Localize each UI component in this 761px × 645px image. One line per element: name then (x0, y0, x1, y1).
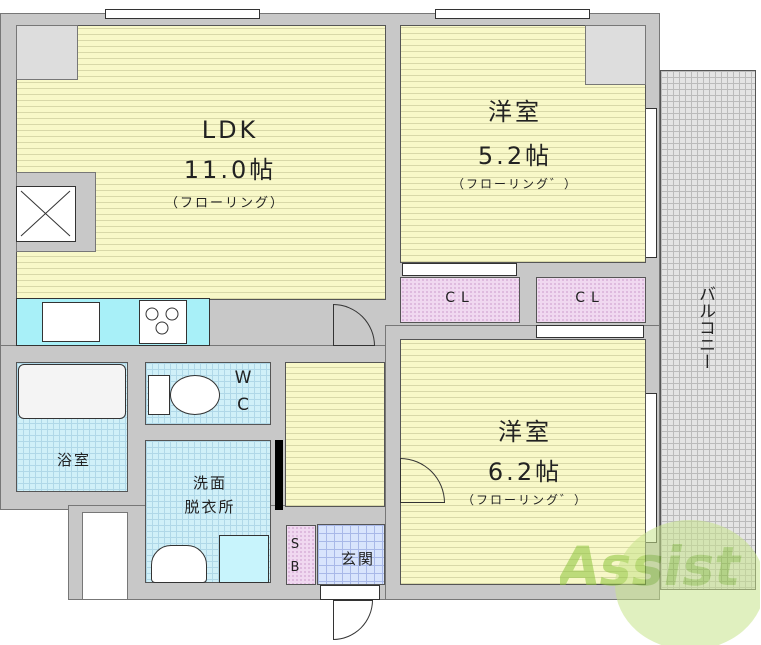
front-door[interactable] (320, 585, 380, 600)
svg-text:Assist: Assist (560, 534, 746, 598)
ldk-floor: （フローリング） (164, 196, 286, 211)
washroom-label-1: 洗面 (192, 474, 228, 492)
sink-icon (42, 302, 100, 342)
window-ldk (105, 9, 260, 19)
closet-1 (400, 277, 520, 323)
toilet-tank-icon (148, 375, 170, 415)
bedroom1-floor: （フローリング゛） (451, 177, 579, 191)
room-ldk (16, 25, 386, 300)
hallway (285, 362, 385, 507)
bedroom1-size: 5.2帖 (477, 142, 553, 170)
washroom-label-2: 脱衣所 (184, 498, 236, 516)
closet-2-door[interactable] (536, 325, 644, 338)
bedroom2-floor: （フローリング゛） (461, 493, 589, 507)
entrance-label: 玄関 (340, 550, 376, 568)
front-door-swing (333, 600, 373, 640)
room-bedroom1 (400, 25, 646, 263)
washbasin-icon (151, 545, 207, 583)
shoebox-label-s: S (290, 537, 302, 552)
wc-label-c: C (237, 395, 251, 415)
closet-1-label: CL (445, 290, 475, 306)
pillar (585, 25, 646, 85)
toilet-bowl-icon (170, 375, 220, 415)
assist-logo: Assist (553, 500, 761, 645)
bath-label: 浴室 (56, 451, 92, 469)
ldk-name: LDK (201, 116, 259, 144)
bathtub-icon (18, 364, 126, 419)
shoebox (286, 525, 316, 585)
pillar (16, 25, 78, 80)
window-bedroom1-side (645, 108, 657, 258)
washing-machine-icon (219, 535, 269, 583)
bedroom2-name: 洋室 (498, 418, 552, 446)
exterior-notch (82, 512, 128, 600)
closet-2 (536, 277, 646, 323)
wc-label-w: W (234, 368, 254, 388)
bedroom2-size: 6.2帖 (487, 458, 563, 486)
room-bedroom2 (400, 339, 646, 585)
window-bedroom1 (435, 9, 590, 19)
ldk-size: 11.0帖 (183, 156, 277, 184)
shoebox-label-b: B (290, 560, 302, 575)
bedroom1-name: 洋室 (488, 98, 542, 126)
refrigerator-icon (16, 186, 76, 242)
balcony (660, 70, 756, 590)
stove-icon (139, 300, 187, 344)
balcony-label: バルコニー (695, 285, 715, 370)
sliding-door[interactable] (275, 440, 283, 510)
closet-2-label: CL (575, 290, 605, 306)
closet-1-door[interactable] (402, 263, 517, 276)
room-entrance (317, 524, 385, 585)
